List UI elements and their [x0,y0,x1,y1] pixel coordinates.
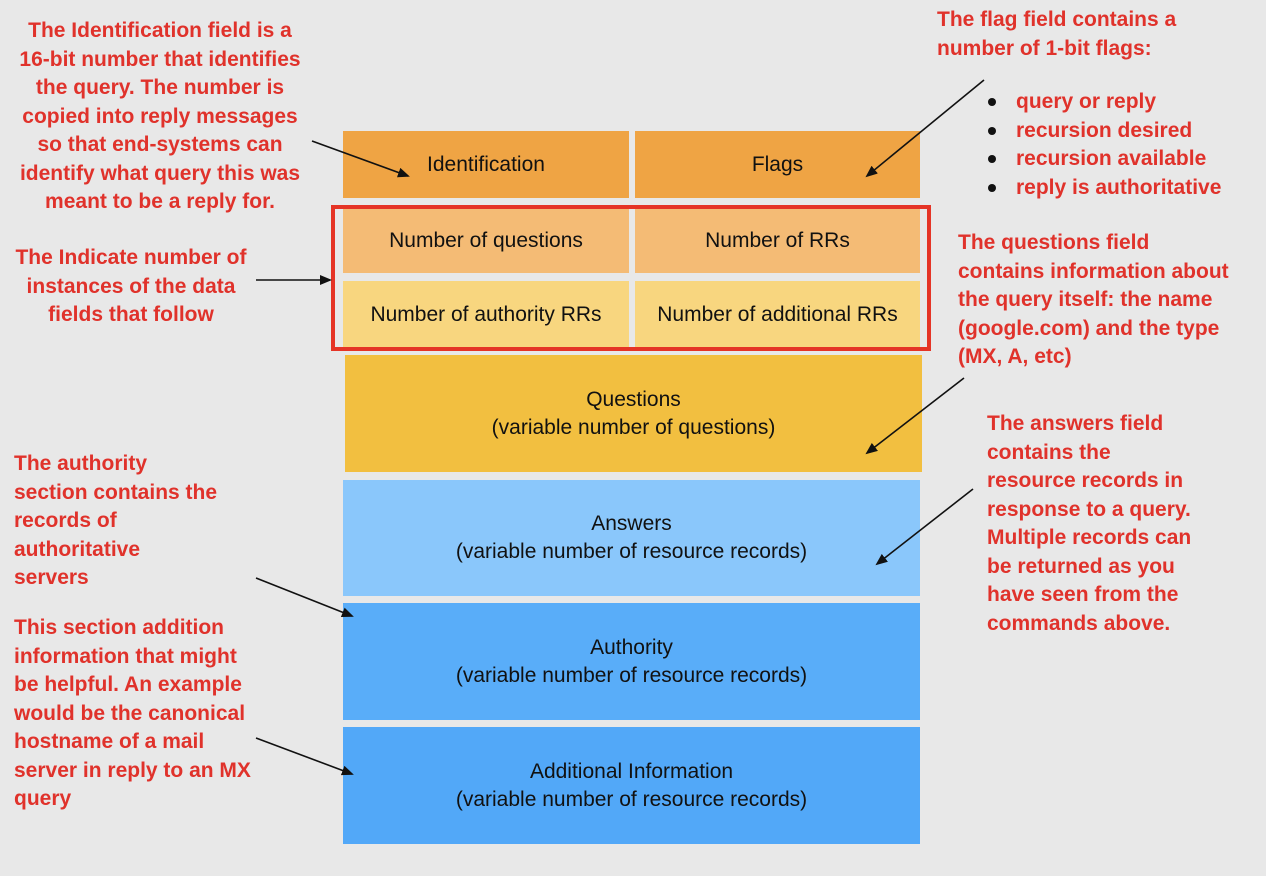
arrow-to-answers [875,488,974,566]
note-line: information that might [14,644,237,668]
num-additional-field: Number of additional RRs [635,281,920,348]
note-line: instances of the data [26,274,236,298]
note-line: be returned as you [987,554,1175,578]
flag-list-item: reply is authoritative [985,174,1221,203]
additional-title: Additional Information [529,759,734,783]
note-line: copied into reply messages [22,104,298,128]
identification-label: Identification [427,152,545,176]
additional-subtitle: (variable number of resource records) [455,787,808,811]
note-line: fields that follow [48,303,214,326]
identification-field: Identification [343,131,629,198]
flag-item-label: recursion available [1016,147,1207,170]
note-line: hostname of a mail [14,730,205,753]
note-line: query [14,787,72,810]
arrow-to-authority [255,577,354,617]
note-line: the query itself: the name [958,288,1213,311]
note-line: response to a query. [987,497,1191,521]
authority-subtitle: (variable number of resource records) [455,663,808,687]
flag-list-item: recursion available [985,145,1221,174]
note-line: section contains the [14,480,218,504]
flags-label: Flags [751,152,804,176]
answers-subtitle: (variable number of resource records) [455,540,808,563]
bullet-icon [988,183,996,192]
arrow-to-questions [865,377,965,455]
note-line: The Identification field is a [28,19,292,42]
answers-title: Answers [591,512,672,535]
note-line: The Indicate number of [15,246,247,269]
arrow-to-identification [311,140,410,178]
count-fields-highlight [331,205,931,351]
counts-note: The Indicate number of instances of the … [0,244,262,330]
note-line: 16-bit number that identifies [19,47,301,71]
bullet-icon [988,155,996,163]
flag-list: query or reply recursion desired recursi… [985,88,1221,202]
questions-note: The questions field contains information… [958,229,1229,372]
note-line: the query. The number is [35,76,285,99]
num-authority-label: Number of authority RRs [370,302,602,326]
note-line: have seen from the [987,583,1179,606]
bullet-icon [988,126,996,135]
flag-list-item: recursion desired [985,117,1221,146]
answers-note: The answers field contains the resource … [987,410,1191,630]
authority-note: The authority section contains the recor… [14,450,217,593]
note-line: be helpful. An example [14,673,242,696]
note-line: The flag field contains a [937,8,1177,31]
authority-title: Authority [590,635,673,659]
questions-section: Questions (variable number of questions) [345,355,922,472]
note-line: contains information about [958,259,1229,283]
num-rrs-field: Number of RRs [635,209,920,273]
note-line: resource records in [987,469,1184,492]
num-questions-label: Number of questions [389,229,583,252]
note-line: number of 1-bit flags: [937,36,1152,60]
num-questions-field: Number of questions [343,209,629,273]
flag-item-label: query or reply [1016,90,1157,113]
additional-note: This section addition information that m… [14,614,251,814]
note-line: Multiple records can [987,526,1192,549]
note-line: The questions field [958,231,1150,254]
bullet-icon [988,98,996,106]
note-line: commands above. [987,611,1171,631]
note-line: This section addition [14,616,225,639]
note-line: records of [14,509,117,532]
note-line: servers [14,566,89,589]
questions-title: Questions [586,387,681,411]
note-line: (MX, A, etc) [958,345,1072,368]
note-line: identify what query this was [19,161,301,185]
note-line: meant to be a reply for. [45,190,275,213]
arrow-to-additional [255,737,354,776]
note-line: so that end-systems can [37,133,283,156]
flag-item-label: recursion desired [1016,118,1193,142]
num-authority-field: Number of authority RRs [343,281,629,348]
flag-list-item: query or reply [985,88,1221,117]
num-rrs-label: Number of RRs [705,229,850,252]
flag-item-label: reply is authoritative [1016,175,1222,199]
flags-field: Flags [635,131,920,198]
arrow-to-flags [865,79,985,178]
identification-note: The Identification field is a 16-bit num… [0,17,320,217]
num-additional-label: Number of additional RRs [657,302,898,326]
questions-subtitle: (variable number of questions) [491,415,776,439]
authority-section: Authority (variable number of resource r… [343,603,920,720]
note-line: The answers field [987,412,1164,435]
note-line: authoritative [14,537,141,561]
additional-section: Additional Information (variable number … [343,727,920,844]
note-line: contains the [987,440,1111,464]
note-line: would be the canonical [14,701,246,725]
note-line: The authority [14,452,148,475]
note-line: server in reply to an MX [14,758,251,782]
flags-note: The flag field contains a number of 1-bi… [937,6,1176,63]
answers-section: Answers (variable number of resource rec… [343,480,920,596]
note-line: (google.com) and the type [958,316,1220,340]
